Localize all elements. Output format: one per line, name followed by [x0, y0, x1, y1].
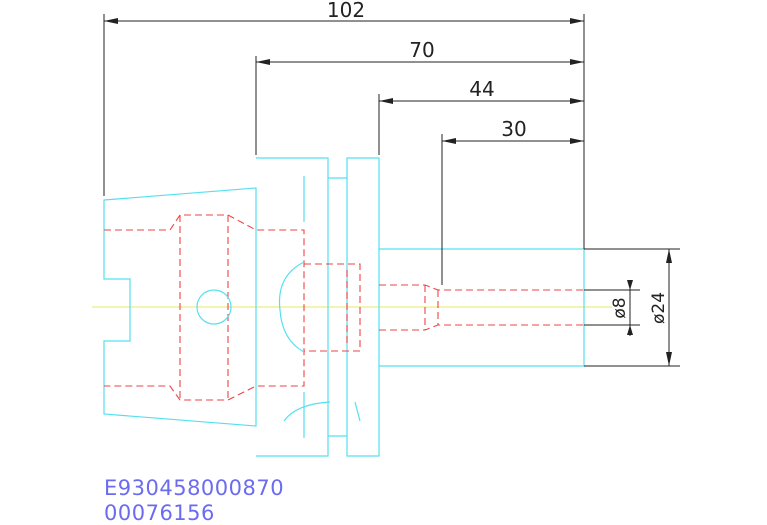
bore-details	[196, 261, 305, 353]
dim-bore-diameter: ø8	[610, 297, 630, 318]
part-number: E930458000870	[104, 476, 285, 500]
dim-overall-length: 102	[327, 0, 365, 22]
dim-bore-depth: 30	[501, 117, 526, 141]
dimension-arrows	[104, 18, 672, 366]
dim-shank-length: 44	[469, 77, 494, 101]
hidden-lines	[104, 214, 584, 401]
dim-shank-diameter: ø24	[649, 292, 669, 324]
dim-flange-length: 70	[409, 38, 434, 62]
dimension-lines	[103, 14, 680, 367]
cross-hole	[196, 289, 232, 325]
item-number: 00076156	[104, 501, 215, 525]
